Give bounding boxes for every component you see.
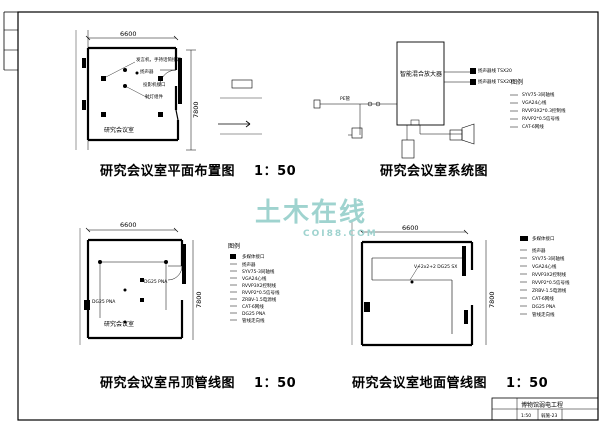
plan-notes [218,79,262,135]
title-block [491,397,599,421]
floor-legend-symbols [520,236,528,315]
system-legend-item: VGA24心线 [522,99,547,106]
system-legend-item: RVVP2*0.5信号线 [522,115,560,122]
system-cable-left: PE管 [340,95,351,102]
system-cable-right-2: 扬声器线 TSX20 [478,78,512,85]
ceiling-room-label: 研究会议室 [104,320,134,328]
floor-title-scale: 1：50 [506,376,549,391]
ceiling-legend-item: RVVP3X2控制线 [242,282,277,289]
sheet-border [17,11,599,421]
plan-depth-dimension: 7800 [192,101,200,118]
floor-legend-item: VGA24心线 [532,263,557,270]
ceiling-conduit-drawing [79,227,194,345]
floor-legend-item: SYV75-3同轴线 [532,255,565,262]
title-block-drawing-no: 弱施-23 [541,412,557,419]
ceiling-legend-item: VGA24心线 [242,275,267,282]
system-title-text: 研究会议室系统图 [380,164,489,179]
plan-label-mic: 发言机，手持话筒接口 [136,56,181,63]
floor-width-dimension: 6600 [402,224,419,232]
floor-legend-item: RVVP2*0.5信号线 [532,279,570,286]
floor-title: 研究会议室地面管线图 1：50 [352,372,548,391]
plan-title: 研究会议室平面布置图 1：50 [100,160,296,179]
plan-label-speaker: 扬声器 [140,68,154,75]
ceiling-legend-symbols [230,254,237,321]
floor-legend-item: 扬声器 [532,247,546,254]
ceiling-legend-item: 扬声器 [242,261,256,268]
watermark-sub: COI88.COM [303,229,378,239]
system-diagram [313,41,476,159]
ceiling-title: 研究会议室吊顶管线图 1：50 [100,372,296,391]
plan-title-text: 研究会议室平面布置图 [100,164,236,179]
system-title: 研究会议室系统图 [380,160,488,179]
watermark: 土木在线 COI88.COM [255,192,378,239]
ceiling-legend-title: 图例 [228,242,240,250]
ceiling-legend-item: RVVP2*0.5信号线 [242,289,280,296]
plan-label-spotlight: 射灯组件 [145,93,163,100]
ceiling-title-scale: 1：50 [254,376,297,391]
system-legend-item: SYV75-3同轴线 [522,91,555,98]
plan-layout-drawing [75,30,196,151]
amplifier-box [396,41,445,126]
floor-legend-item: CAT-6网线 [532,295,554,302]
ceiling-run-2: DG25 PNA [92,299,116,305]
amplifier-label: 智能混合放大器 [400,70,442,78]
binding-strip [3,11,18,71]
ceiling-legend-item: DG25 PNA [242,311,266,317]
plan-label-projector: 投影机接口 [143,81,166,88]
plan-room-label: 研究会议室 [104,126,134,134]
floor-run: V+2x2+2 DG25 SX [414,264,457,270]
floor-legend-item: ZRBV-1.5电源线 [532,287,567,294]
ceiling-title-text: 研究会议室吊顶管线图 [100,376,236,391]
floor-legend-item: RVVP3X2控制线 [532,271,567,278]
title-block-scale: 1:50 [521,413,531,419]
ceiling-legend-item: SYV75-3同轴线 [242,268,275,275]
floor-depth-dimension: 7800 [488,291,496,308]
system-legend-item: RVVP3X2*0.3控制线 [522,107,566,114]
ceiling-legend-item: ZRBV-1.5电源线 [242,296,277,303]
ceiling-legend-item: 多媒体接口 [242,253,265,260]
plan-width-dimension: 6600 [120,30,137,38]
ceiling-legend-item: 管线走向线 [242,317,265,324]
ceiling-depth-dimension: 7800 [195,291,203,308]
system-cable-right-1: 扬声器线 TSX20 [478,67,512,74]
ceiling-width-dimension: 6600 [120,221,137,229]
floor-legend-item: 管线走向线 [532,311,555,318]
system-legend-title: 图例 [511,78,523,86]
system-legend-item: CAT-6网线 [522,123,544,130]
title-block-project: 博物馆弱电工程 [521,401,563,409]
floor-title-text: 研究会议室地面管线图 [352,376,488,391]
plan-title-scale: 1：50 [254,164,297,179]
watermark-text: 土木在线 [255,198,368,228]
ceiling-run-1: DG25 PNA [144,279,168,285]
floor-conduit-drawing [351,222,487,347]
ceiling-legend-item: CAT-6网线 [242,303,264,310]
system-legend-symbols [510,94,518,128]
floor-legend-item: DG25 PNA [532,304,556,310]
floor-legend-item: 多媒体接口 [532,235,555,242]
